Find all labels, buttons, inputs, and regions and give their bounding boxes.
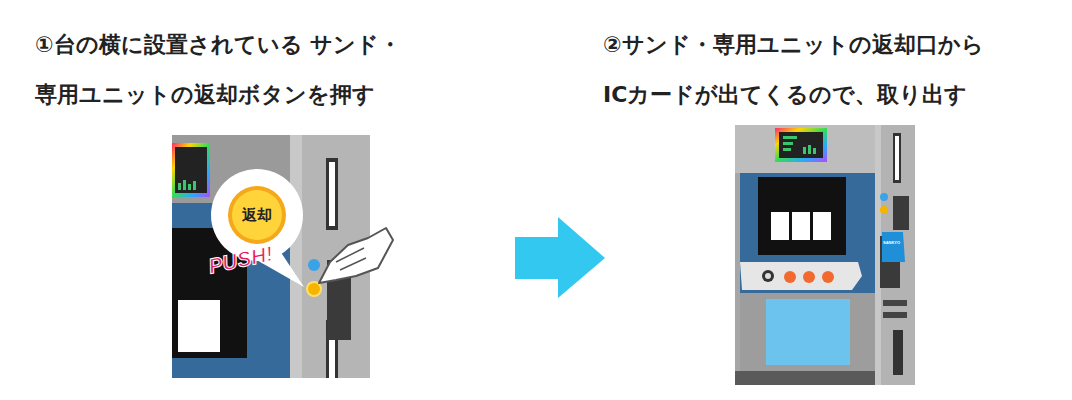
step-caption: ②サンド・専用ユニットの返却口から ICカードが出てくるので、取り出す: [603, 20, 1065, 120]
step-caption: ①台の横に設置されている サンド・専用ユニットの返却ボタンを押す: [35, 20, 575, 120]
return-button-badge: 返却: [228, 186, 286, 244]
card-text: SANKYO: [883, 240, 900, 245]
machine-full: [735, 125, 915, 385]
machine-closeup: [172, 135, 393, 378]
badge-text: 返却: [242, 206, 272, 225]
step-arrow: [515, 217, 605, 298]
